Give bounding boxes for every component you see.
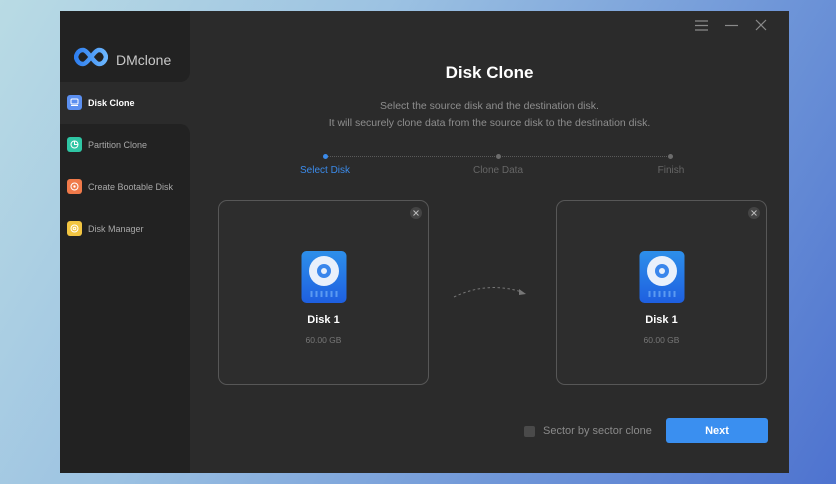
source-disk-name: Disk 1 — [307, 314, 340, 326]
close-icon[interactable] — [748, 207, 760, 219]
subtitle-line-1: Select the source disk and the destinati… — [380, 100, 599, 112]
sector-by-sector-label: Sector by sector clone — [543, 425, 652, 437]
hard-disk-icon — [639, 251, 684, 303]
sidebar-header: DMclone — [60, 11, 190, 82]
step-dot-clone-data — [496, 154, 501, 159]
sector-by-sector-option[interactable]: Sector by sector clone — [524, 425, 652, 437]
destination-disk-name: Disk 1 — [645, 314, 678, 326]
close-icon[interactable] — [410, 207, 422, 219]
titlebar-controls — [693, 17, 769, 33]
page-title: Disk Clone — [445, 63, 534, 82]
app-name: DMclone — [116, 51, 172, 68]
hard-disk-icon — [301, 251, 346, 303]
source-disk-card[interactable]: Disk 1 60.00 GB — [218, 200, 429, 385]
sidebar-item-label: Disk Manager — [88, 223, 144, 234]
infinity-logo-icon — [73, 47, 109, 72]
sidebar-item-disk-manager[interactable]: Disk Manager — [67, 221, 144, 236]
partition-clone-icon — [67, 137, 82, 152]
close-icon[interactable] — [753, 17, 769, 33]
minimize-icon[interactable] — [723, 17, 739, 33]
destination-disk-size: 60.00 GB — [643, 335, 680, 345]
disk-manager-icon — [67, 221, 82, 236]
step-select-disk: Select Disk — [299, 165, 351, 176]
step-finish: Finish — [657, 165, 685, 176]
hamburger-menu-icon[interactable] — [693, 17, 709, 33]
sector-by-sector-checkbox[interactable] — [524, 425, 535, 437]
source-disk-size: 60.00 GB — [305, 335, 342, 345]
sidebar-body — [60, 124, 190, 473]
disk-clone-icon — [67, 95, 82, 110]
progress-steps: Select Disk Clone Data Finish — [299, 152, 684, 182]
step-dot-select-disk — [323, 154, 328, 159]
page-subtitle: Select the source disk and the destinati… — [190, 98, 789, 132]
app-logo: DMclone — [73, 47, 172, 72]
sidebar-item-create-bootable-disk[interactable]: Create Bootable Disk — [67, 179, 173, 194]
step-dot-finish — [668, 154, 673, 159]
sidebar-item-label: Create Bootable Disk — [88, 181, 174, 192]
sidebar-item-label: Disk Clone — [88, 97, 135, 108]
bootable-disk-icon — [67, 179, 82, 194]
destination-disk-card[interactable]: Disk 1 60.00 GB — [556, 200, 767, 385]
subtitle-line-2: It will securely clone data from the sou… — [328, 117, 651, 129]
step-clone-data: Clone Data — [472, 165, 524, 176]
sidebar-item-disk-clone[interactable]: Disk Clone — [67, 95, 135, 110]
clone-direction-arrow-icon — [452, 283, 532, 308]
sidebar: DMclone Disk Clone Partition Clone Creat… — [60, 11, 190, 473]
sidebar-item-label: Partition Clone — [88, 139, 148, 150]
next-button[interactable]: Next — [666, 418, 768, 443]
sidebar-item-partition-clone[interactable]: Partition Clone — [67, 137, 147, 152]
app-window: DMclone Disk Clone Partition Clone Creat… — [60, 11, 789, 473]
